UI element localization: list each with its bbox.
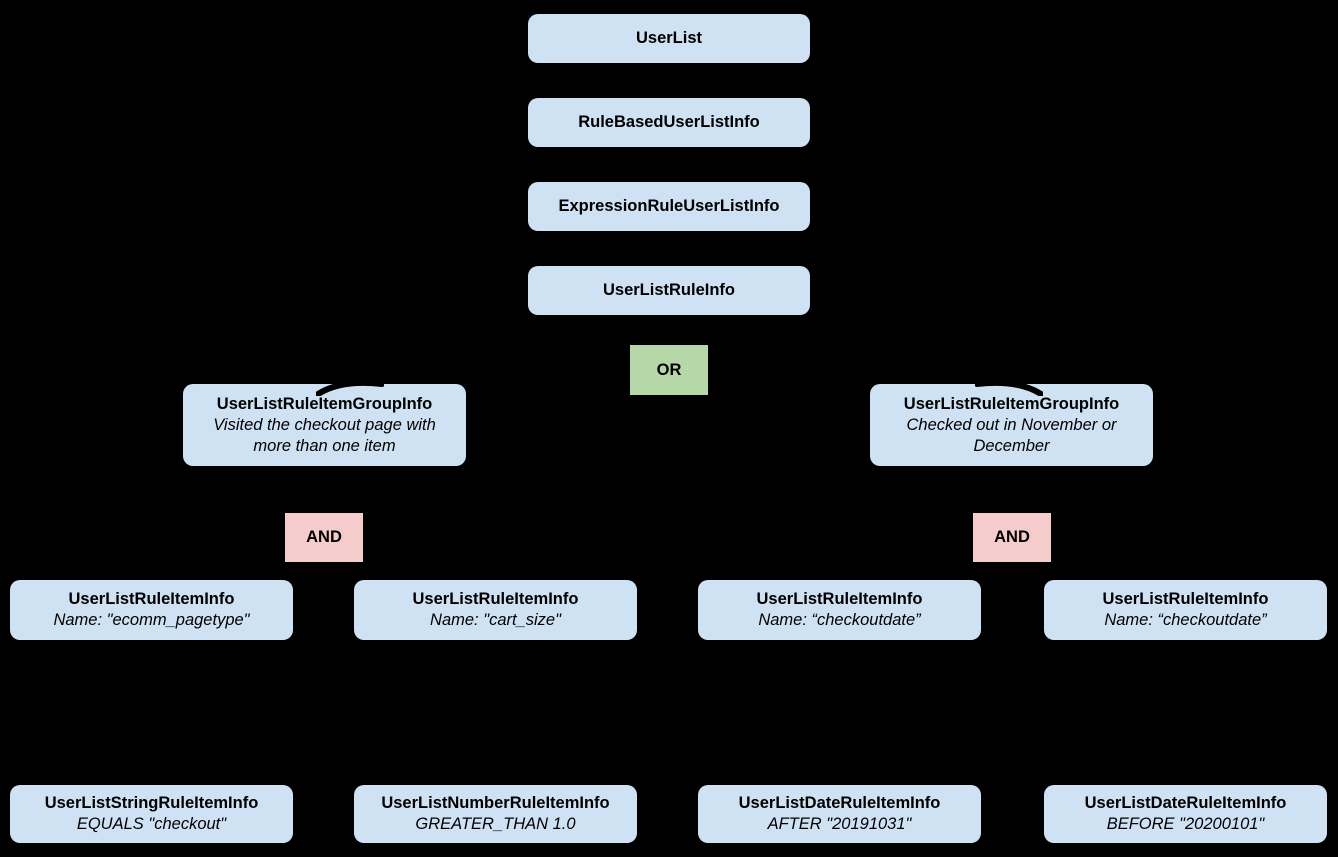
connector-arrowhead-icon — [316, 384, 384, 396]
node-description: GREATER_THAN 1.0 — [415, 815, 576, 833]
node-description: Checked out in November or December — [906, 415, 1117, 455]
node-label: UserListStringRuleItemInfo — [44, 794, 259, 812]
connector-arrowhead-icon — [975, 384, 1043, 396]
node-label: UserListRuleItemGroupInfo — [903, 394, 1120, 413]
node-userlistruleinfo: UserListRuleInfo — [528, 266, 810, 315]
node-label: UserListDateRuleItemInfo — [1084, 794, 1287, 812]
node-label: UserListRuleItemInfo — [68, 590, 235, 608]
operator-label: AND — [306, 528, 342, 546]
node-label: UserListRuleItemGroupInfo — [216, 394, 433, 413]
node-label: ExpressionRuleUserListInfo — [558, 197, 780, 215]
node-description: BEFORE "20200101" — [1106, 815, 1265, 833]
node-description: AFTER "20191031" — [767, 815, 912, 833]
node-numberruleitem: UserListNumberRuleItemInfo GREATER_THAN … — [354, 785, 637, 843]
node-label: UserList — [635, 29, 703, 47]
node-ruleitem-checkoutdate-2: UserListRuleItemInfo Name: “checkoutdate… — [1044, 580, 1327, 640]
operator-and-right: AND — [973, 513, 1051, 562]
node-label: UserListRuleItemInfo — [756, 590, 923, 608]
operator-and-left: AND — [285, 513, 363, 562]
node-label: UserListDateRuleItemInfo — [738, 794, 941, 812]
node-description: EQUALS "checkout" — [76, 815, 227, 833]
node-ruleitem-checkoutdate-1: UserListRuleItemInfo Name: “checkoutdate… — [698, 580, 981, 640]
node-label: UserListRuleItemInfo — [412, 590, 579, 608]
operator-or: OR — [630, 345, 708, 395]
node-description: Name: "cart_size" — [430, 611, 561, 629]
node-description: Name: “checkoutdate” — [1104, 611, 1267, 629]
node-expressionruleuserlistinfo: ExpressionRuleUserListInfo — [528, 182, 810, 231]
node-userlist: UserList — [528, 14, 810, 63]
node-label: UserListRuleItemInfo — [1102, 590, 1269, 608]
node-stringruleitem: UserListStringRuleItemInfo EQUALS "check… — [10, 785, 293, 843]
node-ruleitemgroup-right: UserListRuleItemGroupInfo Checked out in… — [870, 384, 1153, 466]
node-rulebaseduserlistinfo: RuleBasedUserListInfo — [528, 98, 810, 147]
node-ruleitem-ecomm-pagetype: UserListRuleItemInfo Name: "ecomm_pagety… — [10, 580, 293, 640]
node-description: Visited the checkout page with more than… — [213, 415, 436, 455]
operator-label: OR — [656, 360, 682, 379]
node-description: Name: “checkoutdate” — [758, 611, 921, 629]
operator-label: AND — [994, 528, 1030, 546]
node-ruleitem-cart-size: UserListRuleItemInfo Name: "cart_size" — [354, 580, 637, 640]
node-label: UserListRuleInfo — [602, 281, 736, 299]
node-dateruleitem-after: UserListDateRuleItemInfo AFTER "20191031… — [698, 785, 981, 843]
node-label: RuleBasedUserListInfo — [578, 113, 760, 131]
node-label: UserListNumberRuleItemInfo — [381, 794, 610, 812]
node-description: Name: "ecomm_pagetype" — [53, 611, 250, 629]
node-dateruleitem-before: UserListDateRuleItemInfo BEFORE "2020010… — [1044, 785, 1327, 843]
node-ruleitemgroup-left: UserListRuleItemGroupInfo Visited the ch… — [183, 384, 466, 466]
